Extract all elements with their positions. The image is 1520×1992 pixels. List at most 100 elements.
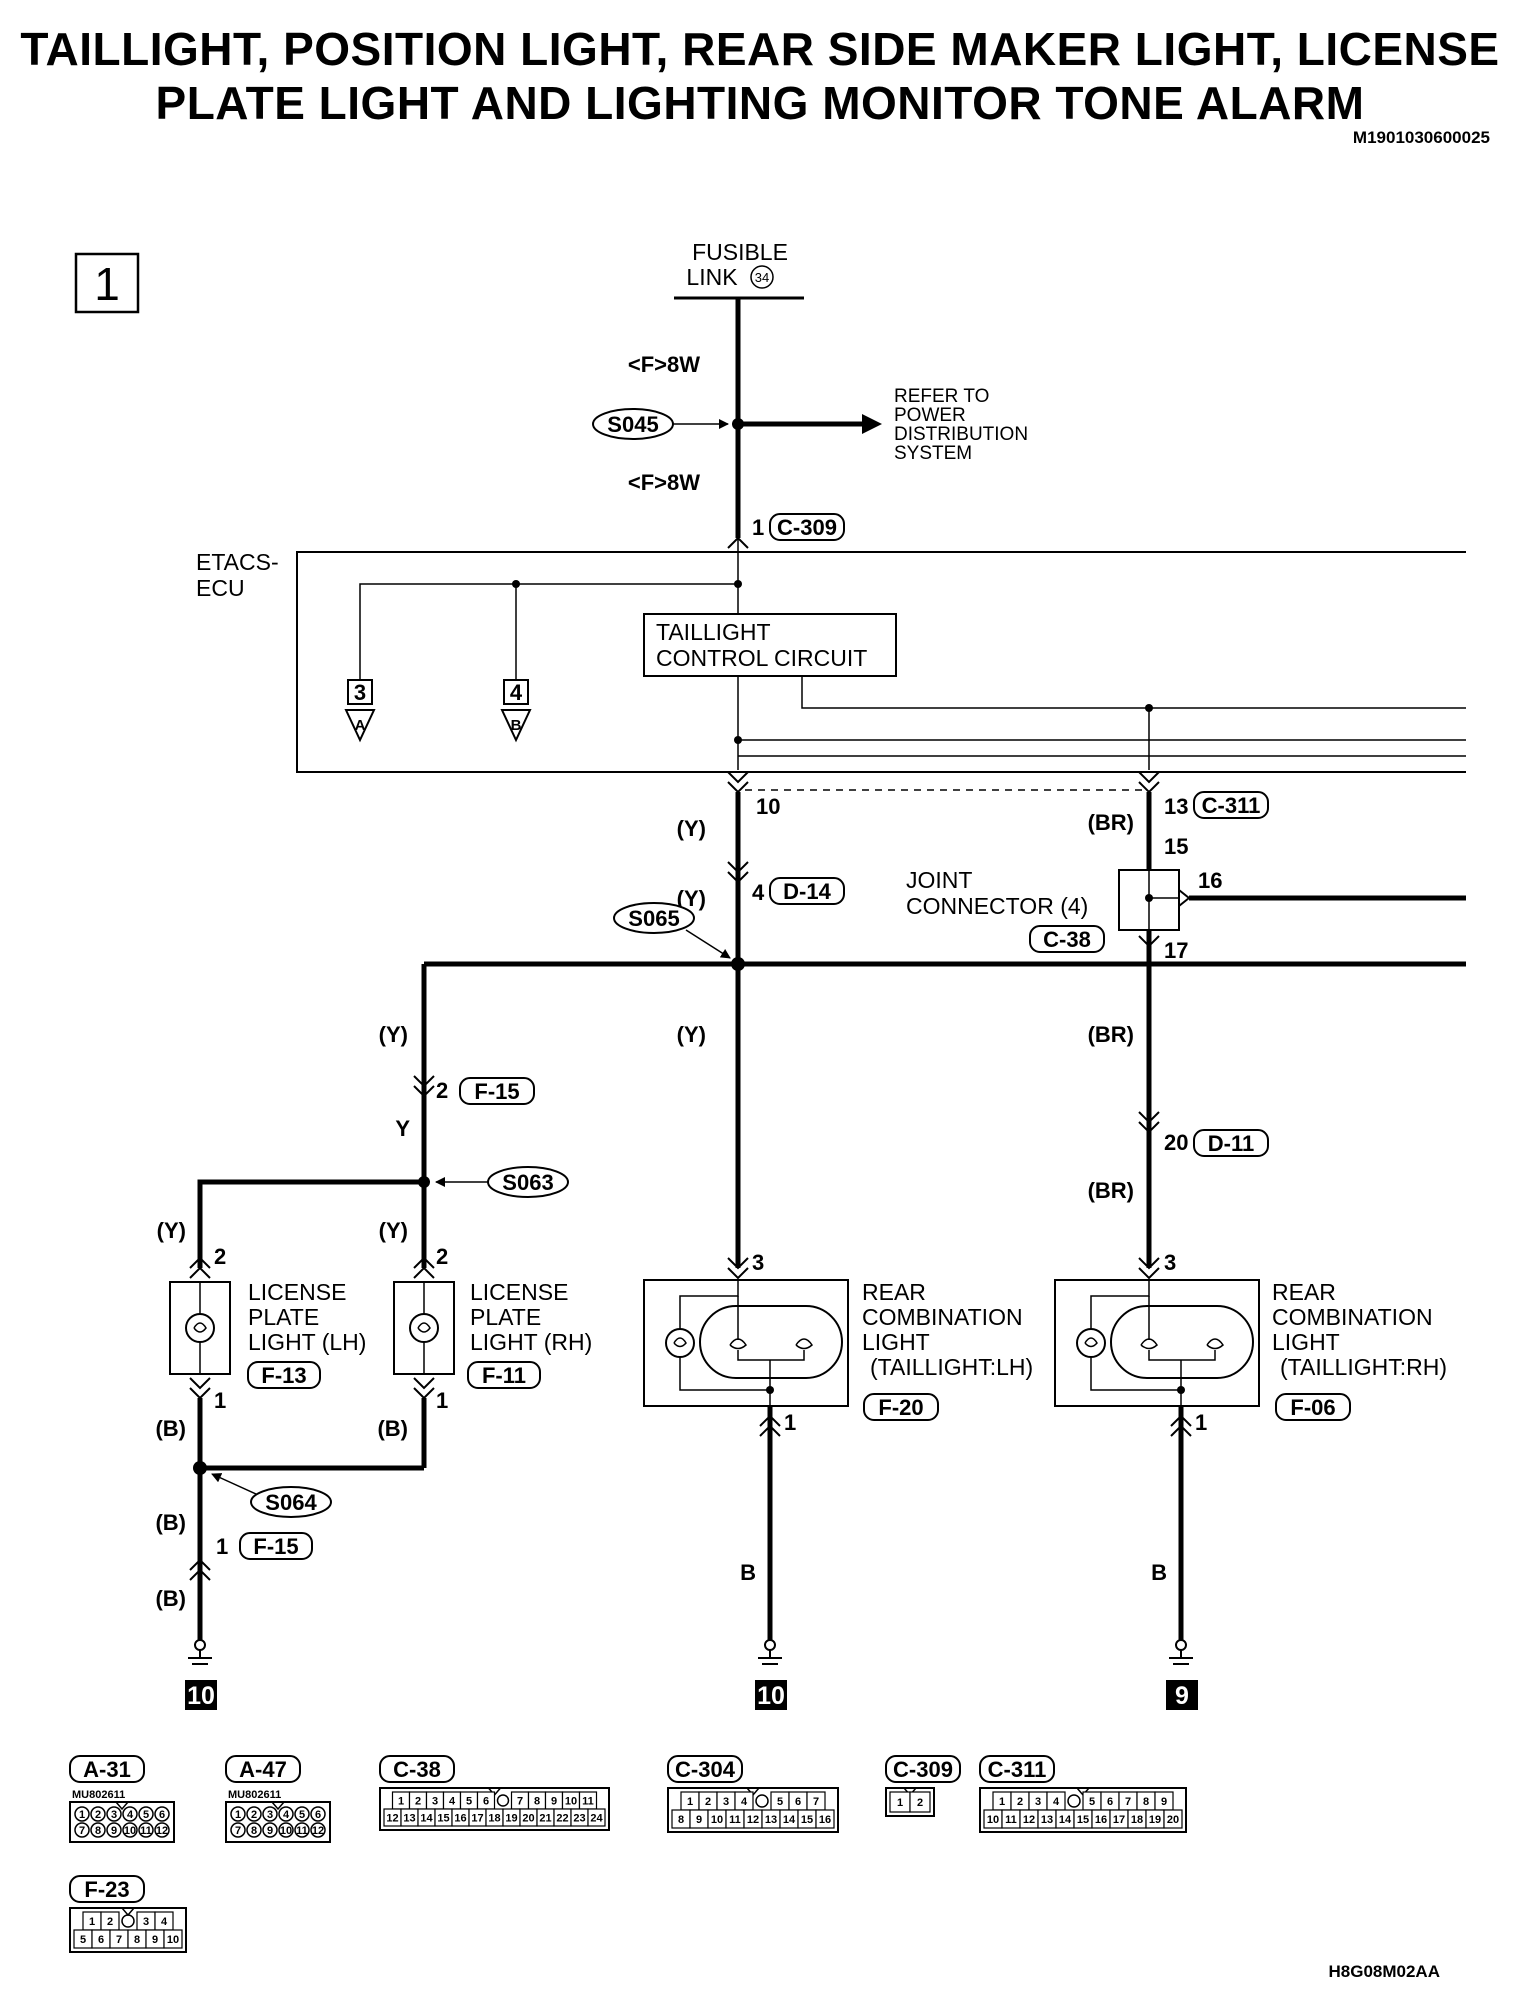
- connector-pin-f23: 5: [80, 1934, 86, 1946]
- taillight-control-circuit-box: TAILLIGHT CONTROL CIRCUIT: [643, 613, 897, 677]
- connector-pin-f23: 10: [167, 1934, 179, 1946]
- connector-pin-a31: 8: [95, 1825, 101, 1837]
- svg-text:B: B: [511, 717, 522, 734]
- diagram-title: TAILLIGHT, POSITION LIGHT, REAR SIDE MAK…: [0, 22, 1520, 130]
- wire-color-y-1: (Y): [677, 816, 706, 841]
- connector-part-number-a31: MU802611: [72, 1789, 125, 1801]
- figure-code: H8G08M02AA: [1328, 1962, 1441, 1981]
- page-number: 1: [94, 258, 120, 310]
- wire-color-y-5: (Y): [157, 1218, 186, 1243]
- connector-pin-f23: 3: [143, 1916, 149, 1928]
- connector-pin-c38: 23: [573, 1813, 585, 1825]
- wire-color-b-4: (B): [155, 1586, 186, 1611]
- connector-pin-c311: 6: [1107, 1796, 1113, 1808]
- splice-s065: S065: [613, 902, 731, 959]
- connector-pin-c304: 1: [687, 1796, 693, 1808]
- connector-pin-c38: 10: [565, 1796, 577, 1808]
- svg-text:S045: S045: [607, 412, 658, 437]
- connector-view-label-a31: A-31: [69, 1755, 145, 1783]
- connector-pin-c311: 15: [1077, 1814, 1089, 1826]
- connector-pin-c311: 11: [1005, 1814, 1017, 1826]
- connector-pin-c309: 2: [917, 1797, 923, 1809]
- connector-pin-a31: 9: [111, 1825, 117, 1837]
- svg-text:3: 3: [752, 1250, 764, 1275]
- ground-middle: 10: [755, 1639, 787, 1710]
- connector-pin-c38: 21: [539, 1813, 551, 1825]
- wire-color-b-3: (B): [155, 1510, 186, 1535]
- title-line-1: TAILLIGHT, POSITION LIGHT, REAR SIDE MAK…: [20, 23, 1500, 75]
- connector-lock-f23: [121, 1914, 135, 1928]
- connector-pin-c304: 7: [813, 1796, 819, 1808]
- svg-text:9: 9: [1175, 1682, 1189, 1710]
- etacs-label-1: ETACS-: [196, 549, 279, 575]
- rcl-lh-label-1: REAR: [862, 1279, 926, 1305]
- connector-view-label-c38: C-38: [379, 1755, 455, 1783]
- connector-pin-a31: 11: [140, 1825, 152, 1837]
- off-page-marker-b: 4 B: [500, 679, 532, 743]
- wire-color-br-1: (BR): [1088, 810, 1134, 835]
- connector-pin-a47: 6: [315, 1809, 321, 1821]
- fusible-link-number: 34: [755, 270, 769, 285]
- connector-pin-c311: 4: [1053, 1796, 1060, 1808]
- connector-view-title-f23: F-23: [84, 1877, 129, 1902]
- license-plate-light-lh-label-3: LIGHT (LH): [248, 1329, 366, 1355]
- connector-lock-c311: [1067, 1794, 1081, 1808]
- wire-color-y-6: (Y): [379, 1218, 408, 1243]
- rcl-rh-label-4: (TAILLIGHT:RH): [1280, 1354, 1447, 1380]
- connector-pin-c38: 11: [582, 1796, 594, 1808]
- refer-to-line-3: DISTRIBUTION: [894, 424, 1028, 445]
- connector-pin-a47: 9: [267, 1825, 273, 1837]
- svg-text:D-14: D-14: [783, 879, 831, 904]
- connector-pin-a47: 11: [296, 1825, 308, 1837]
- connector-part-number-a47: MU802611: [228, 1789, 281, 1801]
- license-plate-light-rh-label-1: LICENSE: [470, 1279, 568, 1305]
- connector-pin-c38: 17: [471, 1813, 483, 1825]
- svg-text:3: 3: [1164, 1250, 1176, 1275]
- connector-f11-label: F-11: [467, 1361, 541, 1389]
- wire-color-b-plain-1: B: [740, 1560, 756, 1585]
- pin-f15b: 1: [216, 1534, 228, 1559]
- pin-d14: 4: [752, 880, 765, 905]
- svg-text:A: A: [355, 717, 366, 734]
- connector-c311-label: C-311: [1193, 791, 1269, 819]
- connector-lock-c304: [755, 1794, 769, 1808]
- connector-pin-a31: 3: [111, 1809, 117, 1821]
- connector-pin-c38: 19: [505, 1813, 517, 1825]
- page-number-box: 1: [74, 252, 140, 314]
- rear-combination-light-rh: 3 1: [1054, 1250, 1260, 1437]
- connector-pin-f23: 4: [161, 1916, 168, 1928]
- connector-view-label-a47: A-47: [225, 1755, 301, 1783]
- connector-pin-c311: 5: [1089, 1796, 1095, 1808]
- connector-pin-c304: 5: [777, 1796, 783, 1808]
- splice-s063: S063: [435, 1166, 569, 1198]
- connector-pin-c38: 12: [386, 1813, 398, 1825]
- license-plate-light-lh-label-2: PLATE: [248, 1304, 319, 1330]
- svg-text:F-15: F-15: [474, 1079, 519, 1104]
- connector-f15b-label: F-15: [239, 1532, 313, 1560]
- connector-c38-label: C-38: [1029, 925, 1105, 953]
- connector-pin-c304: 4: [741, 1796, 748, 1808]
- connector-pin-c38: 5: [466, 1796, 472, 1808]
- connector-f06-label: F-06: [1275, 1393, 1351, 1421]
- etacs-ecu-box: ETACS- ECU: [196, 549, 1466, 773]
- svg-text:2: 2: [436, 1244, 448, 1269]
- connector-pin-c38: 3: [432, 1796, 438, 1808]
- connector-pin-c304: 11: [729, 1814, 741, 1826]
- connector-pin-c38: 6: [483, 1796, 489, 1808]
- connector-pin-c304: 10: [711, 1814, 723, 1826]
- connector-pin-a31: 12: [156, 1825, 168, 1837]
- svg-text:3: 3: [354, 680, 366, 705]
- refer-to-line-2: POWER: [894, 405, 966, 426]
- svg-text:1: 1: [436, 1388, 448, 1413]
- fusible-link-label-2: LINK: [686, 264, 738, 290]
- connector-pin-a47: 2: [251, 1809, 257, 1821]
- connector-view-title-a31: A-31: [83, 1757, 131, 1782]
- connector-pin-a31: 2: [95, 1809, 101, 1821]
- refer-to-line-1: REFER TO: [894, 386, 989, 407]
- wire-color-y-3: (Y): [677, 1022, 706, 1047]
- etacs-label-2: ECU: [196, 575, 245, 601]
- connector-pin-c311: 9: [1161, 1796, 1167, 1808]
- connector-pin-a31: 10: [124, 1825, 136, 1837]
- off-page-marker-a: 3 A: [344, 679, 376, 743]
- svg-text:C-309: C-309: [777, 515, 837, 540]
